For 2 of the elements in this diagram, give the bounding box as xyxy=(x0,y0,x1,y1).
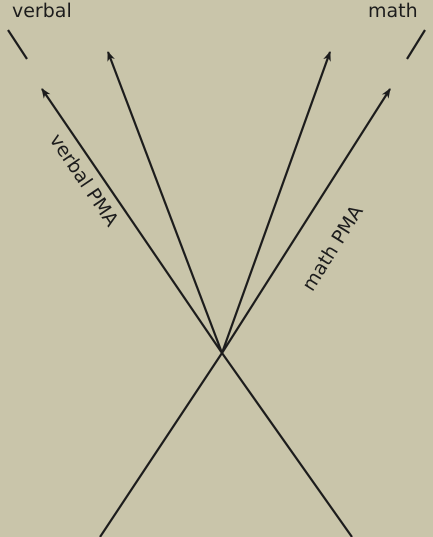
axis-label: verbal xyxy=(12,2,72,21)
axis-label: math xyxy=(368,2,418,21)
